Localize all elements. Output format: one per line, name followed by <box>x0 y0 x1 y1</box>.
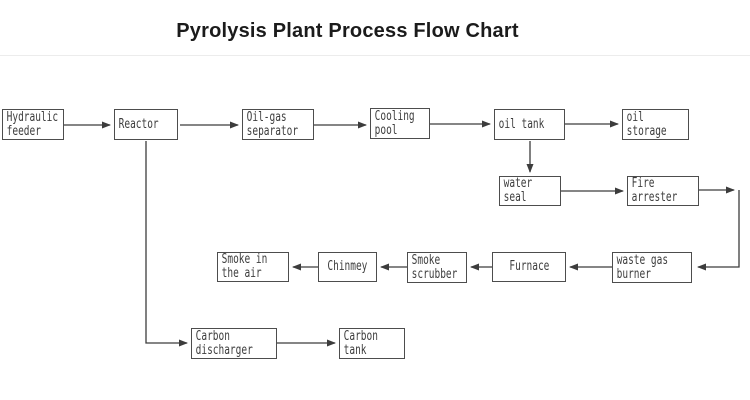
node-smoke-scrubber: Smoke scrubber <box>407 252 467 283</box>
node-water-seal: water seal <box>499 176 561 206</box>
page-title: Pyrolysis Plant Process Flow Chart <box>176 20 519 42</box>
node-reactor: Reactor <box>114 109 178 140</box>
title-divider <box>0 55 750 56</box>
node-waste-gas-burner: waste gas burner <box>612 252 692 283</box>
node-chimney: Chinmey <box>318 252 377 282</box>
node-oil-storage: oil storage <box>622 109 689 140</box>
node-smoke-in-the-air: Smoke in the air <box>217 252 289 282</box>
node-hydraulic-feeder: Hydraulic feeder <box>2 109 64 140</box>
node-oil-gas-separator: Oil-gas separator <box>242 109 314 140</box>
node-oil-tank: oil tank <box>494 109 565 140</box>
node-carbon-discharger: Carbon discharger <box>191 328 277 359</box>
node-furnace: Furnace <box>492 252 566 282</box>
edge-elbow-to-wastegasburner <box>697 190 740 271</box>
node-carbon-tank: Carbon tank <box>339 328 405 359</box>
edge-reactor-to-carbondischarger <box>145 141 188 347</box>
node-cooling-pool: Cooling pool <box>370 108 430 139</box>
node-fire-arrester: Fire arrester <box>627 176 699 206</box>
